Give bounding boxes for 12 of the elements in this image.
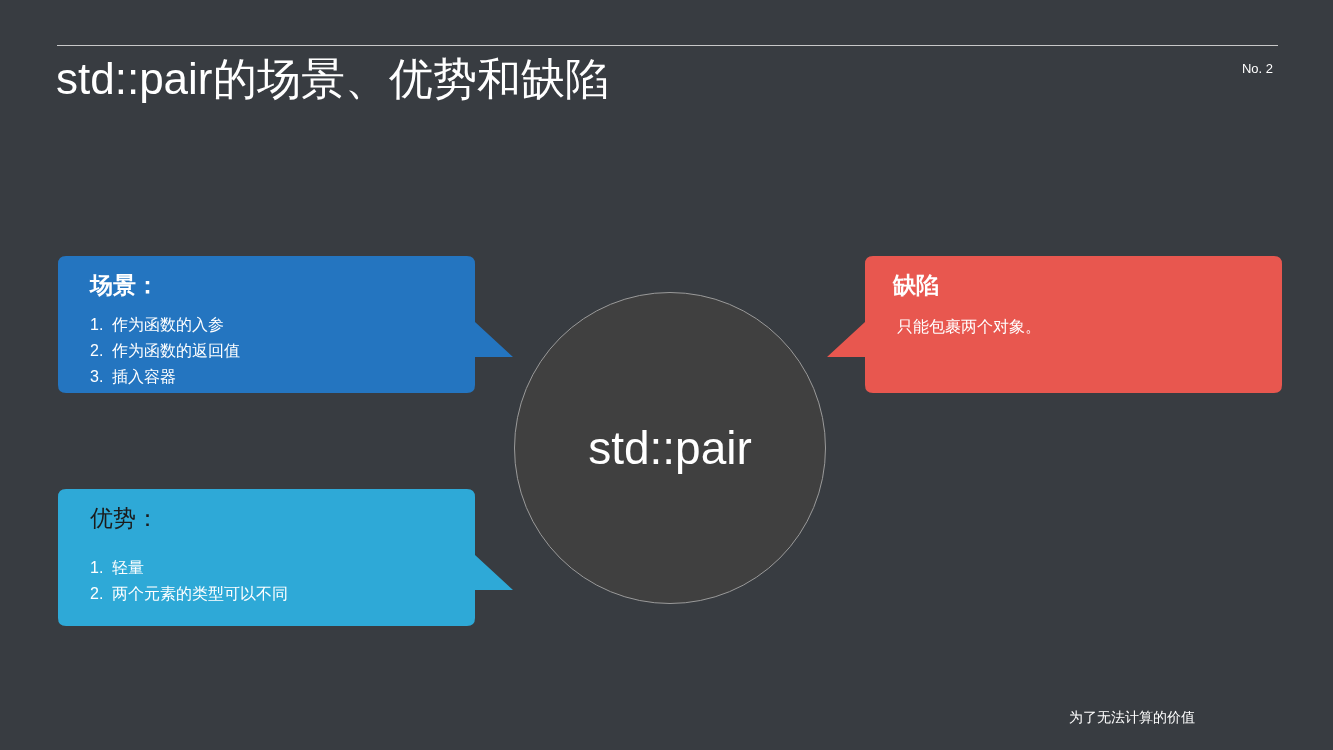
footer-slogan: 为了无法计算的价值 xyxy=(1069,708,1195,727)
page-number: No. 2 xyxy=(1241,60,1273,78)
list-item: 1. 轻量 xyxy=(90,558,145,578)
list-item: 2. 作为函数的返回值 xyxy=(90,341,241,361)
list-item: 3. 插入容器 xyxy=(90,367,177,387)
list-item: 1. 作为函数的入参 xyxy=(90,315,225,335)
callout-heading: 场景： xyxy=(90,271,159,300)
list-item: 2. 两个元素的类型可以不同 xyxy=(90,584,289,604)
slide-title: std::pair的场景、优势和缺陷 xyxy=(56,53,609,105)
callout-heading: 缺陷 xyxy=(893,271,939,300)
list-item: 只能包裹两个对象。 xyxy=(896,317,1041,337)
callout-heading: 优势： xyxy=(90,504,159,533)
